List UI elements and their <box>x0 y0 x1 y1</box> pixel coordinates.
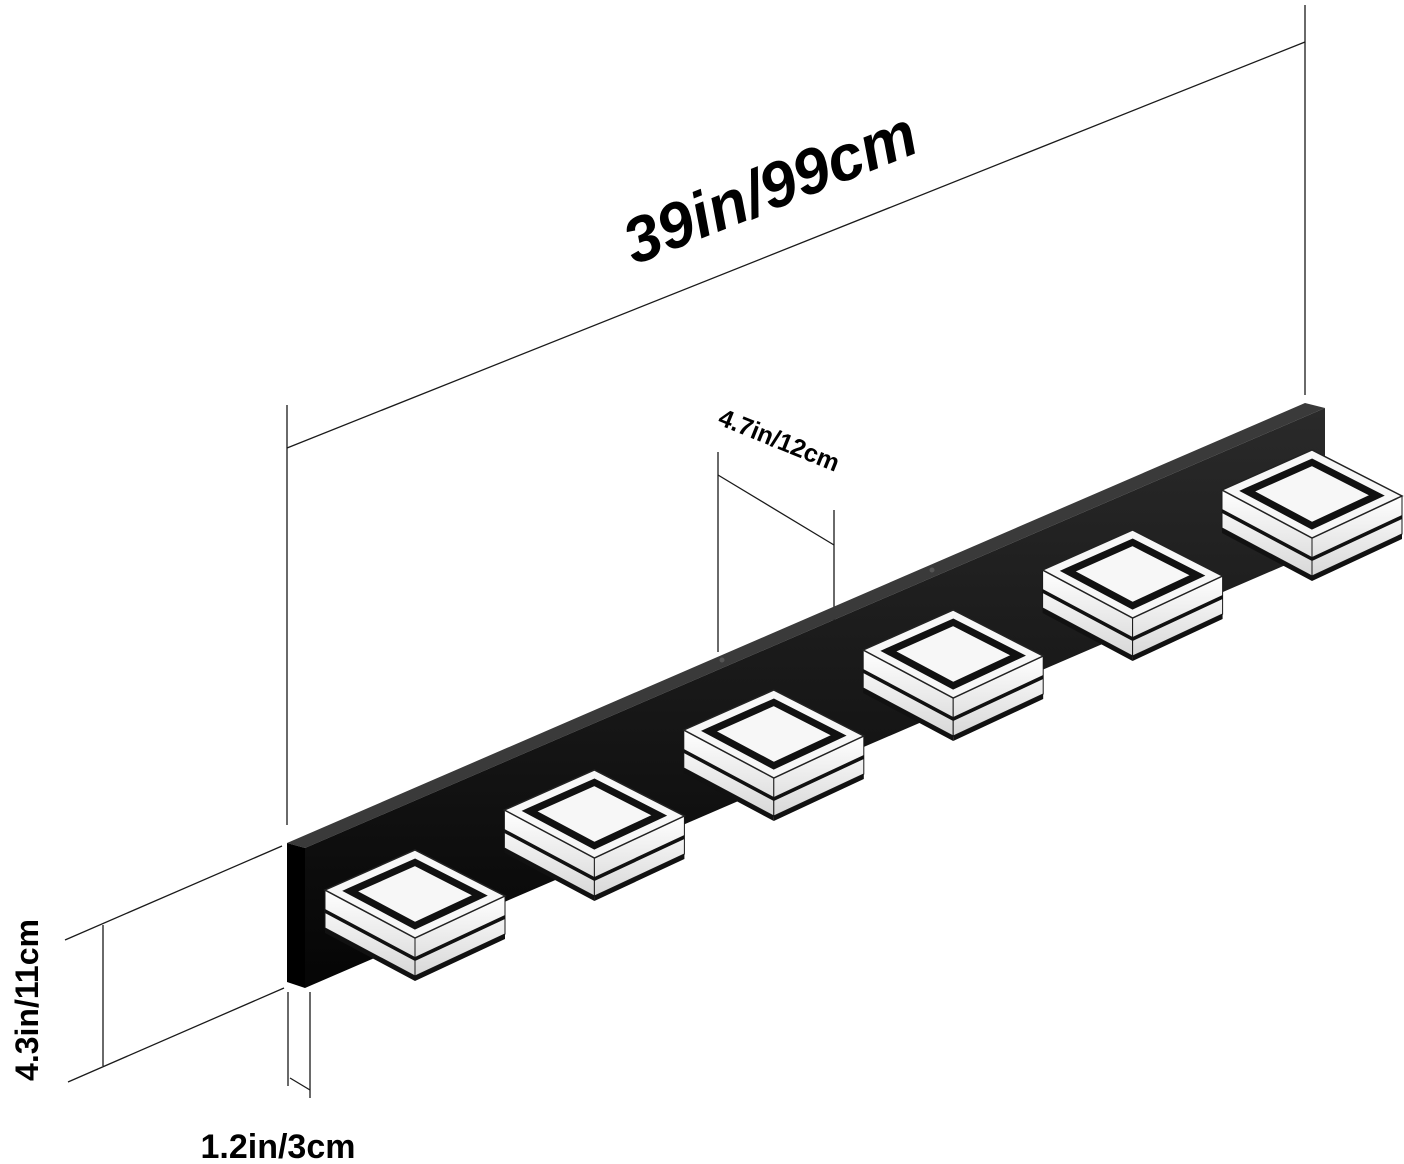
spacing-dimension-line <box>717 474 835 546</box>
light-bottom-edge <box>1222 528 1312 581</box>
light-top-face <box>1040 529 1225 619</box>
mounting-screw <box>929 567 935 573</box>
light-top-face <box>502 769 687 859</box>
light-top-face <box>323 849 507 939</box>
light-band <box>1222 509 1312 561</box>
light-bottom-edge <box>325 928 415 981</box>
light-inner-frame <box>701 698 847 770</box>
light-module <box>323 849 507 981</box>
light-band <box>594 835 685 881</box>
light-top-face <box>1220 449 1404 539</box>
backplate-top-edge <box>287 403 1325 848</box>
light-bottom-edge <box>1312 534 1402 581</box>
length-label: 39in/99cm <box>613 97 927 278</box>
light-bottom-edge <box>1042 608 1133 661</box>
light-band <box>415 915 505 961</box>
light-band <box>504 829 595 881</box>
depth-dimension-line <box>289 1077 311 1091</box>
light-band <box>863 669 954 721</box>
height-label: 4.3in/11cm <box>9 919 45 1081</box>
light-top-face <box>682 689 866 779</box>
light-inner-frame <box>342 858 488 930</box>
light-band <box>1312 515 1402 561</box>
light-top-face <box>861 609 1045 699</box>
light-module <box>1040 529 1225 661</box>
light-band <box>953 675 1044 721</box>
light-band <box>1042 589 1133 641</box>
length-dimension-line <box>286 41 1306 449</box>
light-bottom-edge <box>773 774 864 821</box>
light-module <box>502 769 687 901</box>
light-band <box>773 755 864 801</box>
light-bottom-edge <box>415 934 505 981</box>
light-bottom-edge <box>1132 614 1223 661</box>
height-extension-bottom <box>67 987 285 1083</box>
light-module <box>682 689 866 821</box>
light-inner-frame <box>880 618 1026 690</box>
spacing-label: 4.7in/12cm <box>714 404 843 478</box>
light-module <box>861 609 1045 741</box>
height-extension-top <box>64 845 283 941</box>
light-bottom-edge <box>504 848 595 901</box>
light-module <box>1220 449 1404 581</box>
backplate-side <box>287 843 305 988</box>
light-modules <box>323 449 1404 981</box>
light-bottom-edge <box>683 768 774 821</box>
light-band <box>683 749 774 801</box>
light-inner-frame <box>521 778 668 850</box>
light-bottom-edge <box>594 854 685 901</box>
light-band <box>325 909 415 961</box>
depth-label: 1.2in/3cm <box>201 1128 356 1164</box>
light-bottom-edge <box>953 694 1044 741</box>
mounting-screw <box>719 657 725 663</box>
light-inner-frame <box>1239 458 1385 530</box>
light-bottom-edge <box>863 688 954 741</box>
light-inner-frame <box>1059 538 1206 610</box>
light-band <box>1132 595 1223 641</box>
